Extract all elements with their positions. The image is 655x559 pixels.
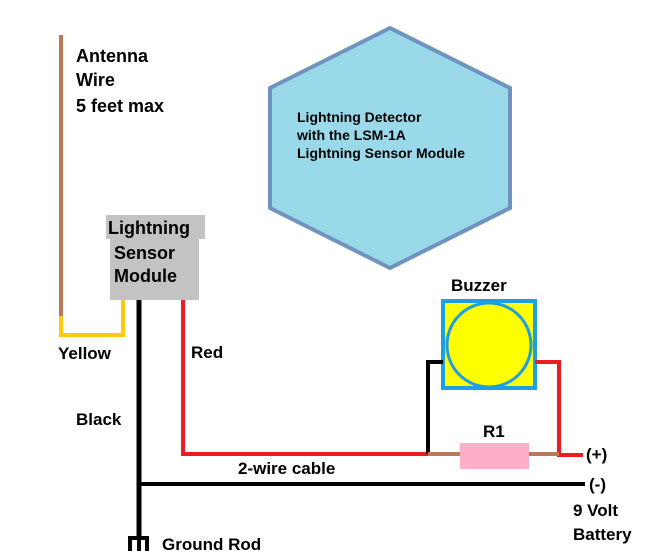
cable-label: 2-wire cable (238, 459, 335, 478)
title-hexagon (268, 25, 512, 271)
module-label-bg (106, 215, 205, 239)
yellow-wire (59, 299, 125, 337)
battery-label-1: 9 Volt (573, 501, 618, 520)
module-label-2: Sensor (114, 243, 175, 263)
battery-minus-label: (-) (589, 475, 606, 494)
title-line-1: Lightning Detector (297, 109, 422, 125)
yellow-wire-label: Yellow (58, 344, 112, 363)
red-wire-label: Red (191, 343, 223, 362)
battery-plus-label: (+) (586, 445, 607, 464)
module-label-3: Module (114, 266, 177, 286)
title-line-3: Lightning Sensor Module (297, 145, 465, 161)
antenna-label-1: Antenna (76, 46, 149, 66)
red-wire (181, 300, 428, 456)
ground-rod-label: Ground Rod (162, 535, 261, 554)
antenna-label-2: Wire (76, 70, 115, 90)
buzzer-disc (445, 301, 533, 389)
resistor-r1 (460, 443, 529, 469)
black-wire-label: Black (76, 410, 122, 429)
sensor-module (110, 238, 199, 300)
battery-label-2: Battery (573, 525, 632, 544)
antenna-label-3: 5 feet max (76, 96, 164, 116)
buzzer-red-lead (535, 360, 583, 457)
resistor-label: R1 (483, 422, 505, 441)
buzzer-label: Buzzer (451, 276, 507, 295)
module-label-1: Lightning (108, 218, 190, 238)
buzzer-black-lead (426, 360, 443, 454)
title-line-2: with the LSM-1A (296, 127, 406, 143)
ground-icon (128, 536, 149, 551)
